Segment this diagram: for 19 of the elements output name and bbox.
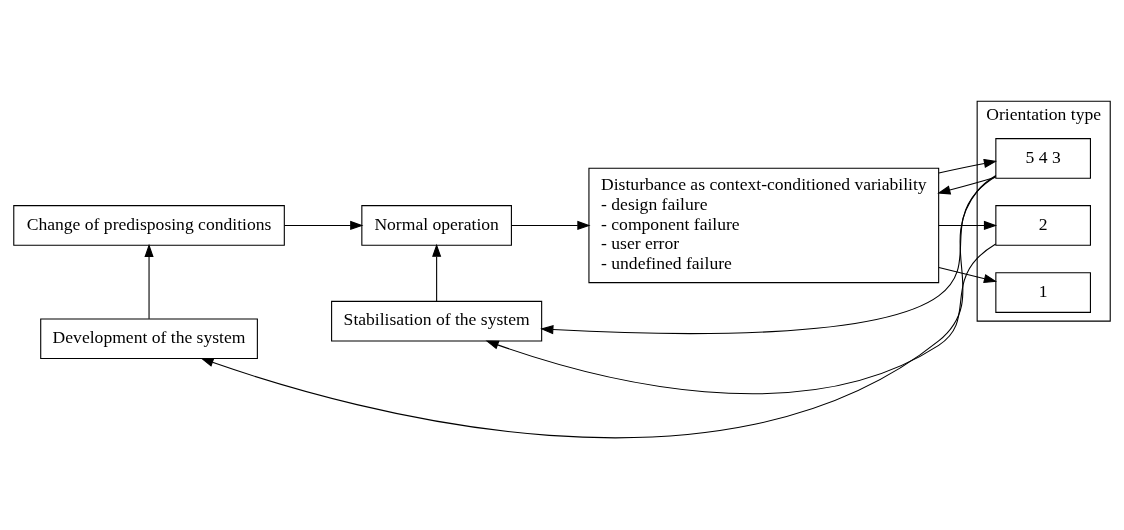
node-box: Change of predisposing conditions [13, 204, 285, 246]
arrow [283, 220, 364, 230]
arrow [937, 176, 996, 195]
arrow [432, 243, 442, 302]
node-box: Disturbance as context-conditioned variability - design failure - component failure - user error - undefined failure [588, 167, 940, 283]
arrow [510, 220, 591, 230]
node-box: Normal operation [361, 204, 512, 246]
node-box: 1 [995, 271, 1091, 313]
arrow [540, 175, 997, 334]
arrow [144, 243, 154, 319]
node-box: 5 4 3 [995, 137, 1091, 179]
node-box: Stabilisation of the system [331, 300, 543, 341]
arrow [485, 242, 997, 394]
arrow [938, 266, 998, 283]
node-box: 2 [995, 204, 1091, 246]
arrow [938, 220, 998, 230]
node-box: Development of the system [40, 317, 258, 359]
arrow [200, 174, 997, 438]
arrow [938, 158, 998, 173]
